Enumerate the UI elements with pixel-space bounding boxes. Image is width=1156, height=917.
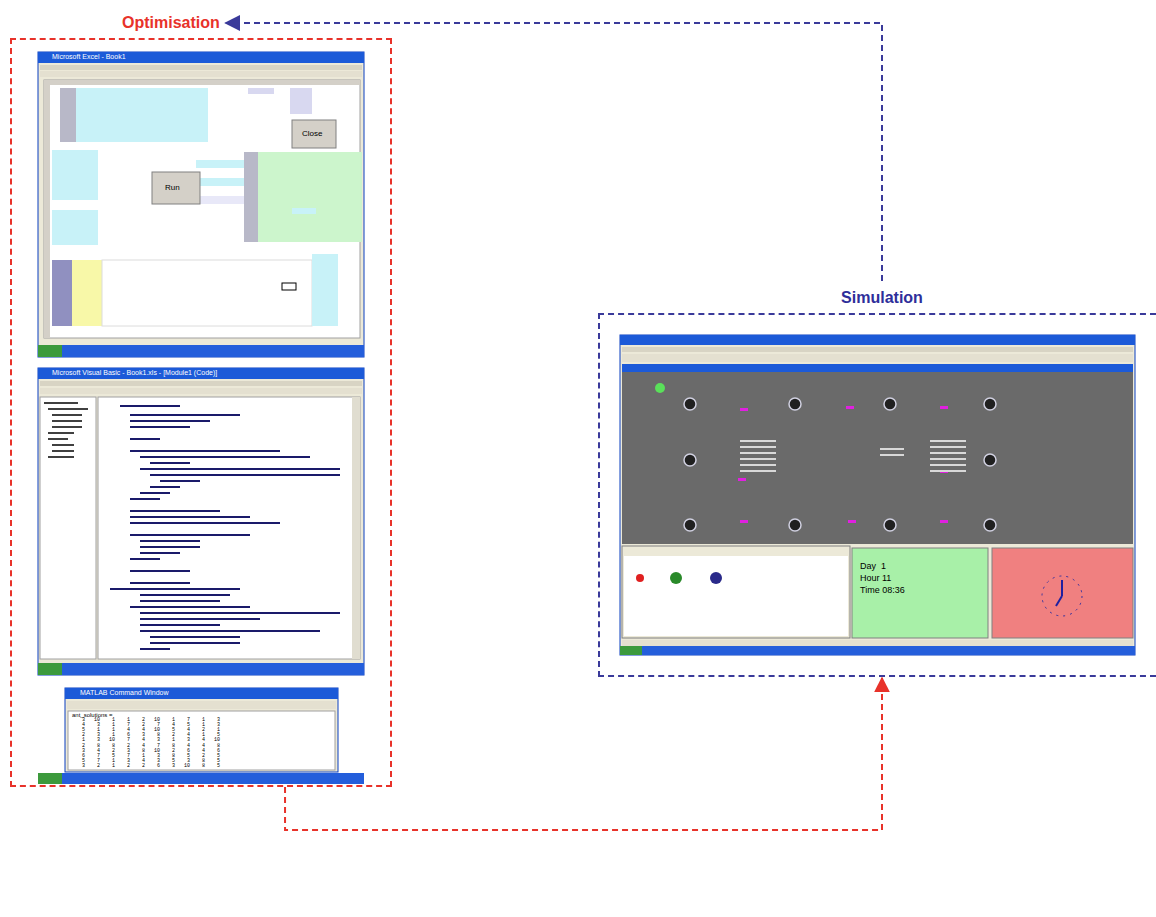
screenshot-text: Time 08:36 — [860, 586, 905, 596]
matlab-screenshot — [38, 688, 364, 784]
simulation-region: Simulation — [598, 313, 1156, 677]
simulation-screenshot — [620, 335, 1135, 655]
region-heading: Simulation — [841, 289, 923, 307]
region-heading: Optimisation — [122, 14, 220, 32]
screenshot-text: Hour 11 — [860, 574, 891, 584]
feedback-connector — [285, 678, 882, 830]
screenshot-text: Run — [165, 184, 180, 193]
excel-screenshot — [38, 52, 364, 357]
optimisation-region: Optimisation — [10, 38, 392, 787]
screenshot-text: MATLAB Command Window — [80, 689, 169, 697]
screenshot-text: 3 2 1 2 2 6 3 10 8 5 — [82, 764, 220, 770]
feedback-connector — [226, 23, 882, 281]
screenshot-text: Microsoft Excel - Book1 — [52, 53, 126, 61]
screenshot-text: Microsoft Visual Basic - Book1.xls - [Mo… — [52, 369, 217, 377]
vba-editor-screenshot — [38, 368, 364, 675]
screenshot-text: Day 1 — [860, 562, 886, 572]
screenshot-text: Close — [302, 130, 322, 139]
